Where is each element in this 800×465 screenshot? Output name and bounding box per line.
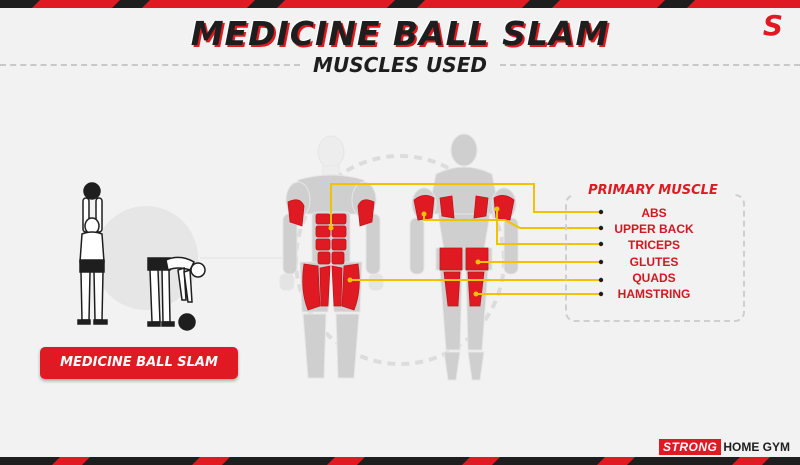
muscle-label-abs: ABS: [641, 206, 667, 220]
divider-right: [500, 64, 800, 66]
front-highlighted-muscles: [287, 199, 375, 311]
muscle-label-triceps: TRICEPS: [627, 238, 680, 252]
muscle-label-upper-back: UPPER BACK: [614, 222, 694, 236]
exercise-backdrop-circle: [94, 206, 198, 310]
brand-strong-text: STRONG: [658, 439, 722, 455]
page-title: MEDICINE BALL SLAM: [190, 14, 610, 53]
muscle-label-glutes: GLUTES: [629, 255, 679, 269]
primary-muscle-title: PRIMARY MUSCLE: [574, 183, 732, 198]
muscle-label-quads: QUADS: [632, 271, 676, 285]
standing-figure-icon: [77, 182, 108, 325]
slamming-figure-icon: [147, 256, 206, 331]
divider-left: [0, 64, 300, 66]
brand-rest-text: HOME GYM: [723, 440, 790, 454]
muscle-connector-endpoints: [328, 206, 604, 297]
page-subtitle: MUSCLES USED: [313, 53, 487, 77]
front-anatomy-figure: [279, 135, 384, 379]
back-anatomy-figure: [409, 133, 519, 381]
back-highlighted-muscles: [413, 195, 515, 307]
top-stripe-decoration: [0, 0, 800, 8]
strong-home-gym-s-logo-icon: S: [762, 9, 784, 42]
exercise-name-label: MEDICINE BALL SLAM: [40, 347, 238, 379]
muscle-label-hamstring: HAMSTRING: [617, 287, 691, 301]
bottom-stripe-decoration: [0, 457, 800, 465]
